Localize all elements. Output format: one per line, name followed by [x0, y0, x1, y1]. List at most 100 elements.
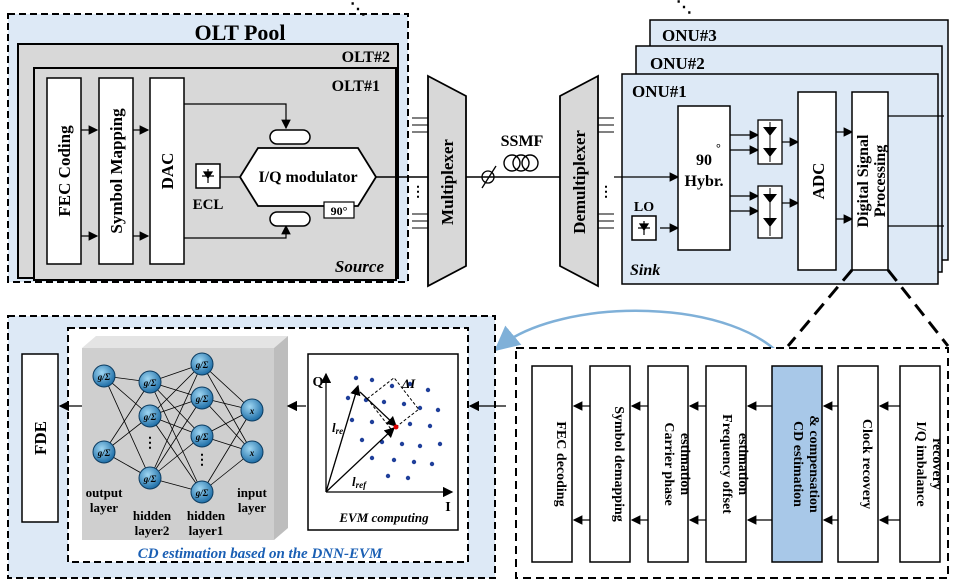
lref-sub: ref: [356, 480, 367, 490]
onu2-label: ONU#2: [650, 54, 705, 73]
dnn-caption: CD estimation based on the DNN-EVM: [138, 546, 383, 562]
lre-sub: re: [336, 426, 344, 436]
dsp-chain-blocks: FEC decoding Symbol demapping Carrier phas…: [531, 365, 944, 563]
input-node: [240, 398, 264, 422]
balanced-pd-bottom-icon: [757, 185, 783, 239]
constellation-dot: [407, 421, 413, 427]
onu1-frame: [621, 73, 939, 285]
neuron-node: [92, 440, 116, 464]
onu3-label: ONU#3: [662, 26, 717, 45]
nn-edge: [149, 415, 203, 493]
olt-pool-title: OLT Pool: [194, 20, 285, 45]
node-symbol: g/Σ: [195, 488, 209, 498]
constellation-dot: [401, 401, 407, 407]
sink-label: Sink: [630, 262, 660, 279]
constellation-dot: [437, 441, 443, 447]
constellation-dot: [381, 399, 387, 405]
hybrid-block: [677, 105, 731, 251]
ecl-icon: [195, 163, 221, 189]
constellation-dot: [435, 407, 441, 413]
mux-input-ports: [412, 117, 428, 229]
olt-pool: OLT Pool ⋱ OLT#2 OLT#1 Source FEC Coding…: [7, 1, 430, 283]
multiplexer-label: Multiplexer: [438, 139, 457, 225]
svg-text:lref: lref: [352, 474, 367, 490]
constellation-dot: [405, 475, 411, 481]
hidden2-label-2: layer2: [135, 523, 170, 538]
dsp-step-label: estimation: [735, 433, 750, 495]
symbol-mapping-block: [98, 77, 134, 265]
dsp-step-label: Frequency offset: [719, 414, 734, 514]
source-label: Source: [335, 257, 385, 276]
polarization-icon: [481, 165, 497, 189]
hidden1-label-1: hidden: [187, 508, 226, 523]
input-layer-label-1: input: [237, 485, 267, 500]
zoom-lines: [786, 269, 950, 347]
ecl-label: ECL: [193, 197, 224, 213]
dac-label: DAC: [158, 153, 177, 190]
dsp-step-label: FEC decoding: [553, 421, 568, 506]
input-layer-label-2: layer: [238, 500, 266, 515]
nn-box-top: [82, 336, 288, 348]
node-symbol: g/Σ: [195, 394, 209, 404]
nn-edge: [103, 375, 151, 479]
neuron-node: [190, 480, 214, 504]
adc-block: [797, 91, 837, 271]
constellation-dot: [369, 455, 375, 461]
dsp-step-block: [647, 365, 689, 563]
mzm-bottom-icon: [269, 211, 311, 227]
nn-edge: [201, 409, 253, 493]
node-symbol: g/Σ: [143, 378, 157, 388]
evm-title: EVM computing: [338, 510, 429, 525]
olt1-label: OLT#1: [332, 78, 380, 95]
reference-point: [393, 424, 399, 430]
constellation-dot: [429, 461, 435, 467]
dsp-step-label: Carrier phase: [661, 422, 676, 505]
feedback-arrow: [494, 309, 790, 365]
constellation-dot: [349, 417, 355, 423]
constellation-dot: [353, 375, 359, 381]
nn-edge: [103, 381, 151, 453]
constellation-points: [345, 375, 443, 481]
constellation-dot: [369, 419, 375, 425]
balanced-pd-top-icon: [757, 119, 783, 165]
degree-symbol: °: [716, 141, 721, 155]
dsp-step-label: Clock recovery: [859, 419, 874, 509]
nn-edge: [149, 363, 203, 479]
output-layer-label-2: layer: [90, 500, 118, 515]
onu-section: ⋱ ONU#3 ONU#2 ONU#1 Sink LO 90: [614, 0, 949, 285]
node-symbol: g/Σ: [143, 412, 157, 422]
constellation-dot: [417, 405, 423, 411]
constellation-dot: [359, 437, 365, 443]
hybrid-degree: 90: [696, 152, 712, 169]
adc-label: ADC: [809, 163, 828, 200]
constellation-dot: [417, 443, 423, 449]
node-symbol: x: [249, 406, 255, 416]
delta-i-label: ΔI: [401, 376, 416, 391]
neuron-node: [190, 386, 214, 410]
nn-edge: [201, 397, 253, 453]
nn-ellipsis: ⋮: [195, 453, 209, 468]
neuron-node: [92, 364, 116, 388]
dsp-step-label: recovery: [929, 438, 944, 490]
dsp-step-block: [771, 365, 823, 563]
dsp-step-label: Symbol demapping: [611, 406, 626, 522]
dsp-block: [851, 91, 889, 271]
node-symbol: g/Σ: [97, 448, 111, 458]
dsp-step-block: [899, 365, 941, 563]
nn-edge: [201, 363, 253, 453]
polarization-ring: [481, 170, 495, 184]
dsp-step-label: estimation: [677, 433, 692, 495]
symbol-mapping-label: Symbol Mapping: [107, 108, 126, 234]
lref-label: l: [352, 474, 356, 489]
node-symbol: g/Σ: [143, 474, 157, 484]
dsp-chain-panel: FEC decoding Symbol demapping Carrier phas…: [515, 347, 949, 579]
constellation-dot: [399, 441, 405, 447]
nn-edge: [149, 381, 203, 437]
nn-nodes: g/Σg/Σg/Σg/Σg/Σg/Σg/Σg/Σg/Σxx⋮⋮: [92, 352, 264, 504]
i-axis-label: I: [445, 500, 450, 515]
node-symbol: g/Σ: [97, 372, 111, 382]
demux-ellipsis: ⋮: [599, 185, 613, 200]
multiplexer-block: [427, 74, 467, 288]
nn-box-side: [274, 336, 288, 540]
